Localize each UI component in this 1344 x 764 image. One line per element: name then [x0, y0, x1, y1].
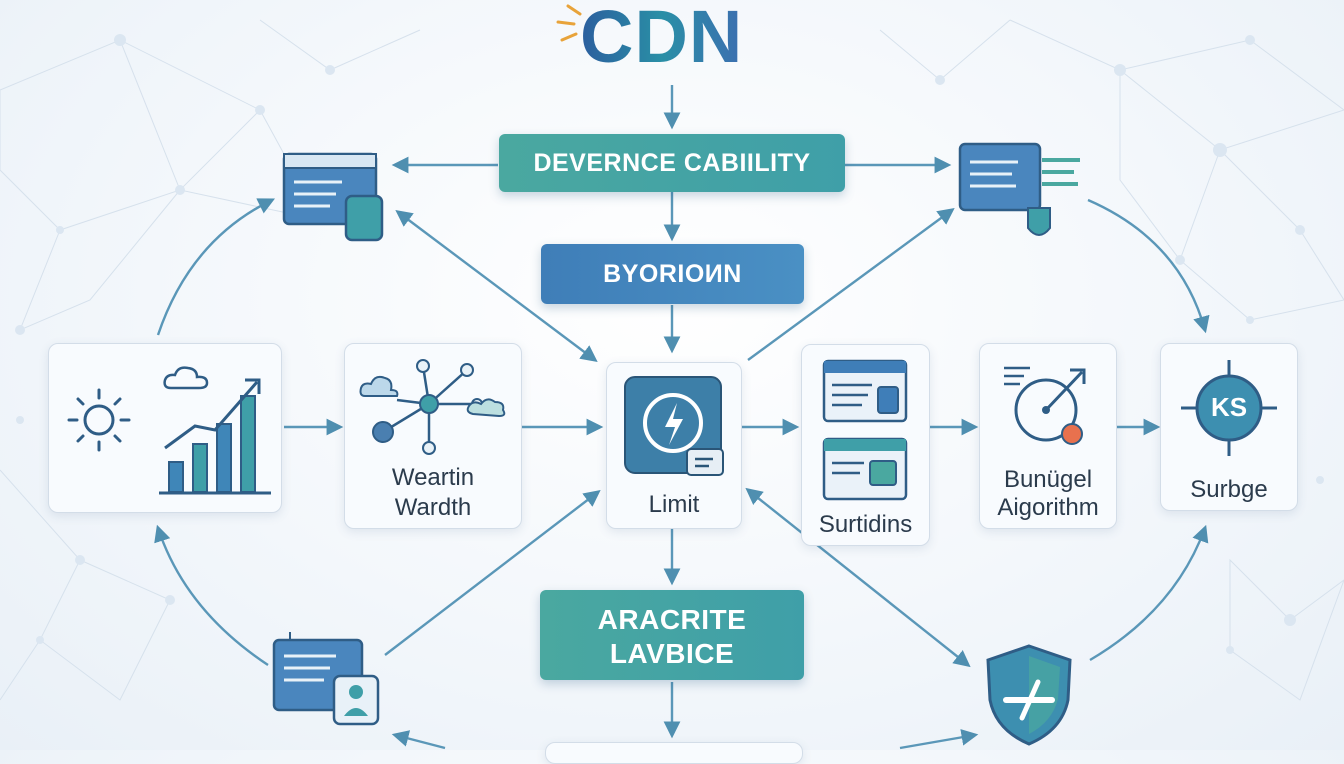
surtidins-node[interactable]: Surtidins — [801, 344, 930, 546]
byorion-pill[interactable]: BYORIOИN — [541, 244, 804, 304]
capability-pill[interactable]: DEVERNCE CABIILITY — [499, 134, 845, 192]
limit-node[interactable]: Limit — [606, 362, 742, 529]
server-window-icon — [822, 359, 908, 423]
sparkle-icon — [556, 4, 582, 42]
analytics-node[interactable] — [48, 343, 282, 513]
wardth-label: Wardth — [394, 494, 472, 521]
id-card-icon[interactable] — [272, 632, 382, 728]
lightning-limit-icon — [624, 376, 724, 476]
bungel-label: Bunügel — [1003, 466, 1093, 493]
limit-label: Limit — [648, 491, 700, 518]
page-title: CDN — [580, 0, 743, 79]
capability-pill-label: DEVERNCE CABIILITY — [533, 149, 811, 177]
aracrite-pill[interactable]: ARACRITE LAVBICE — [540, 590, 804, 680]
target-arrow-icon — [1004, 366, 1086, 445]
byorion-pill-label: BYORIOИN — [603, 260, 742, 288]
sun-icon — [67, 388, 131, 452]
aracrite-pill-line1: ARACRITE — [597, 604, 747, 635]
aracrite-pill-line2: LAVBICE — [609, 638, 735, 669]
weartin-label: Weartin — [391, 464, 475, 491]
surbge-label: Surbge — [1190, 476, 1268, 503]
algorithm-label: Aigorithm — [997, 494, 1099, 521]
bottom-partial-box — [545, 742, 803, 764]
browser-plug-icon — [822, 437, 908, 501]
cloud-icon — [163, 366, 209, 390]
surbge-node[interactable]: KS Surbge — [1160, 343, 1298, 511]
network-nodes-icon — [359, 359, 506, 455]
algorithm-node[interactable]: Bunügel Aigorithm — [979, 343, 1117, 529]
browser-database-icon[interactable] — [282, 152, 386, 244]
surtidins-label: Surtidins — [818, 511, 913, 538]
ks-target-icon — [1181, 360, 1277, 456]
server-shield-icon[interactable] — [958, 142, 1084, 248]
security-shield-icon[interactable] — [982, 642, 1076, 746]
weartin-wardth-node[interactable]: Weartin Wardth — [344, 343, 522, 529]
bar-chart-icon — [159, 378, 271, 495]
ks-badge-label: KS — [1210, 392, 1248, 422]
